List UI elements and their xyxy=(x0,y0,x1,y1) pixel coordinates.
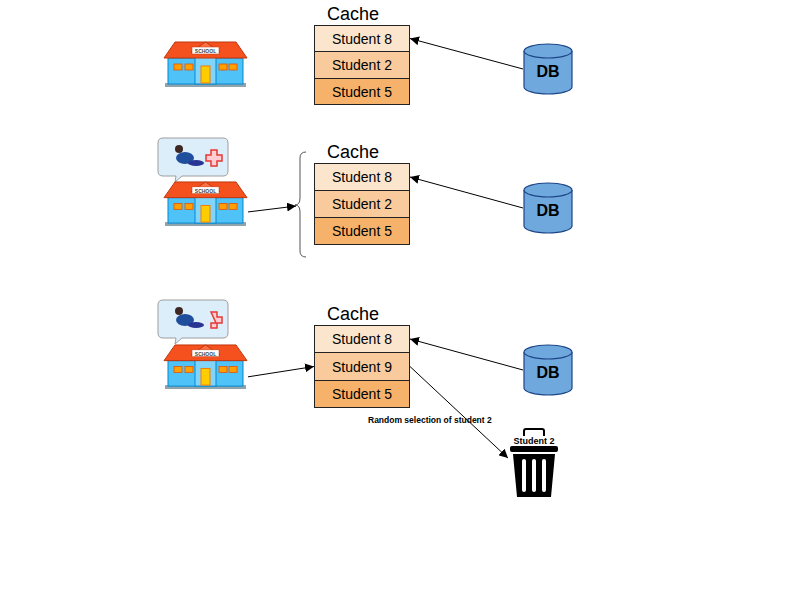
trash-slot xyxy=(542,459,546,492)
cache-entry: Student 8 xyxy=(314,325,410,353)
student-head xyxy=(175,307,183,315)
student-name: Student 8 xyxy=(315,164,409,190)
school-building: SCHOOL xyxy=(163,40,248,88)
database-label: DB xyxy=(523,202,573,220)
student-name: Student 5 xyxy=(315,218,409,244)
database-top xyxy=(524,183,572,197)
school-window xyxy=(185,64,193,70)
trash-handle xyxy=(524,429,544,436)
student-name: Student 9 xyxy=(315,353,409,380)
building-sign: SCHOOL xyxy=(163,351,248,357)
school-door xyxy=(201,205,210,222)
cache-entry: Student 5 xyxy=(314,217,410,245)
school-window xyxy=(229,367,237,373)
trash-slot xyxy=(522,459,526,492)
student-legs xyxy=(188,322,204,328)
student-name: Student 2 xyxy=(315,191,409,217)
cache-entry: Student 8 xyxy=(314,25,410,52)
red-cross xyxy=(211,312,222,328)
student-name: Student 5 xyxy=(315,79,409,104)
school-window xyxy=(174,367,182,373)
cache-group: Student 8Student 2Student 5 Cache xyxy=(296,141,410,258)
cache-entry: Student 2 xyxy=(314,190,410,218)
edge-label: Random selection of student 2 xyxy=(368,415,492,425)
cache-entry: Student 5 xyxy=(314,78,410,105)
cache-entry: Student 5 xyxy=(314,380,410,408)
school-window xyxy=(174,204,182,210)
school-window xyxy=(229,64,237,70)
cache-entry: Student 8 xyxy=(314,163,410,191)
student-head xyxy=(175,145,183,153)
school-illustration xyxy=(163,40,248,88)
school-door xyxy=(201,368,210,385)
request-arrow xyxy=(248,206,296,212)
speech-bubble xyxy=(158,138,228,182)
speech-bubble xyxy=(158,300,228,344)
sick-student-bubble xyxy=(158,138,228,182)
red-cross xyxy=(206,150,222,166)
school-illustration xyxy=(163,180,248,227)
request-arrow xyxy=(248,367,314,377)
fetch-arrow xyxy=(410,177,523,208)
school-window xyxy=(219,204,227,210)
database-top xyxy=(524,44,572,58)
school-center xyxy=(195,357,216,386)
school-window xyxy=(219,64,227,70)
cache-entry: Student 9 xyxy=(314,352,410,381)
cache-title: Cache xyxy=(327,4,379,24)
database-cylinder: DB xyxy=(523,344,573,396)
school-window xyxy=(185,367,193,373)
cache-entry: Student 2 xyxy=(314,51,410,79)
student-legs xyxy=(188,160,204,166)
school-illustration xyxy=(163,343,248,390)
fetch-arrow xyxy=(410,39,523,70)
database-cylinder: DB xyxy=(523,182,573,234)
school-door xyxy=(201,66,210,83)
database-label: DB xyxy=(523,364,573,382)
cache-title: Cache xyxy=(327,142,379,162)
sick-student-bubble xyxy=(158,300,228,344)
student-name: Student 2 xyxy=(315,52,409,78)
student-name: Student 8 xyxy=(315,26,409,51)
fetch-arrow xyxy=(410,339,523,370)
trash-lid xyxy=(510,446,558,452)
school-roof xyxy=(164,182,247,198)
eviction-arrow xyxy=(410,367,508,459)
school-window xyxy=(185,204,193,210)
database-cylinder: DB xyxy=(523,43,573,95)
school-roof xyxy=(164,345,247,361)
school-window xyxy=(174,64,182,70)
cache-bracket xyxy=(295,152,306,257)
school-window xyxy=(229,204,237,210)
building-sign: SCHOOL xyxy=(163,48,248,54)
school-window xyxy=(219,367,227,373)
cache-title: Cache xyxy=(327,304,379,324)
cache-group: Student 8Student 9Student 5 Cache xyxy=(296,303,410,408)
trash-slot xyxy=(532,459,536,492)
school-building: SCHOOL xyxy=(163,343,248,390)
discarded-student: Student 2 xyxy=(508,436,560,446)
school-roof xyxy=(164,42,247,58)
student-name: Student 8 xyxy=(315,326,409,352)
student-name: Student 5 xyxy=(315,381,409,407)
cache-group: Student 8Student 2Student 5 Cache xyxy=(296,3,410,105)
database-label: DB xyxy=(523,63,573,81)
trash-can: Student 2 xyxy=(508,428,560,498)
database-top xyxy=(524,345,572,359)
trash-body xyxy=(513,454,555,497)
building-sign: SCHOOL xyxy=(163,188,248,194)
school-building: SCHOOL xyxy=(163,180,248,227)
